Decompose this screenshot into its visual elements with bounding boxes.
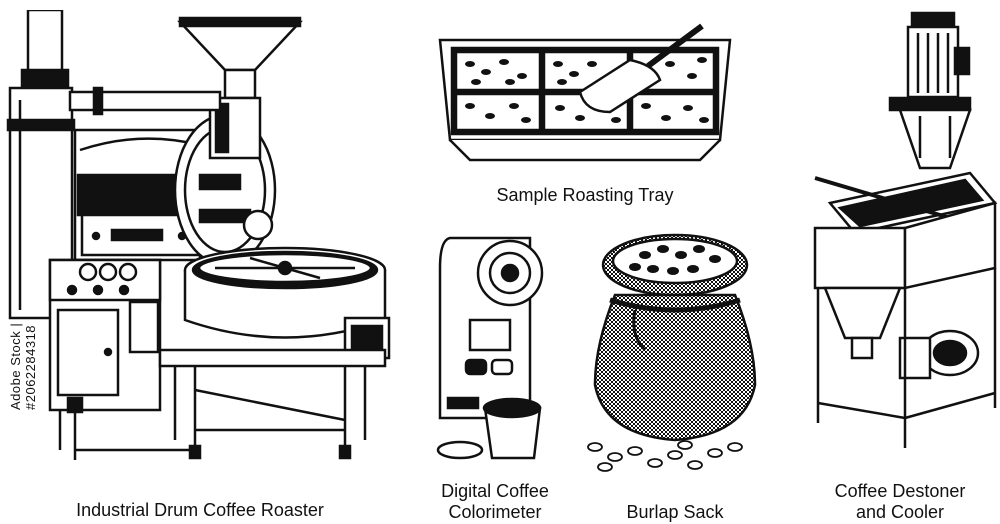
stock-watermark: Adobe Stock | #2062284318 — [8, 322, 38, 410]
destoner-illustration — [800, 8, 1000, 468]
destoner-caption-line2: and Cooler — [855, 502, 945, 522]
roaster-illustration — [0, 10, 400, 480]
tray-illustration — [430, 20, 740, 170]
sack-caption: Burlap Sack — [626, 502, 724, 522]
colorimeter-illustration — [430, 228, 560, 468]
roaster-caption: Industrial Drum Coffee Roaster — [76, 500, 324, 520]
colorimeter-caption-line1: Digital Coffee — [441, 481, 549, 501]
sack-illustration — [575, 225, 775, 475]
colorimeter-caption-line2: Colorimeter — [448, 502, 542, 522]
destoner-caption-line1: Coffee Destoner — [834, 481, 966, 501]
tray-caption: Sample Roasting Tray — [496, 185, 674, 205]
